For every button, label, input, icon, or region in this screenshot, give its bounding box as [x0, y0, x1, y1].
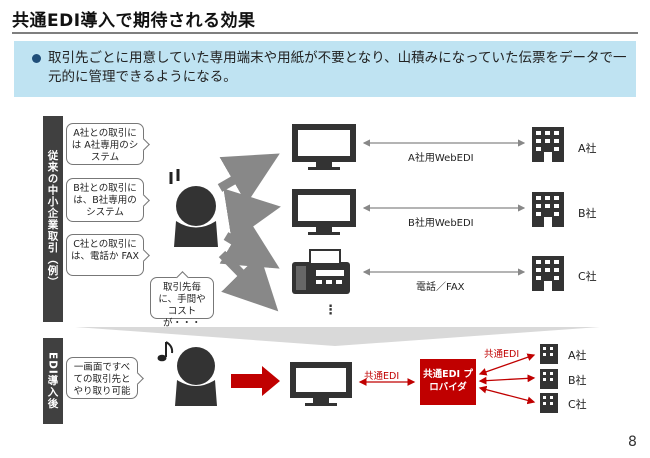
- small-building-icon-b: [540, 369, 558, 389]
- common-edi-link-label: 共通EDI: [364, 371, 400, 382]
- stress-marks-icon: [169, 169, 180, 184]
- fan-arrow-d: [218, 250, 279, 312]
- fan-link-a: [478, 353, 536, 376]
- monitor-icon-after: [290, 362, 352, 406]
- fax-icon: [292, 249, 350, 294]
- link-label-c: 電話／FAX: [416, 282, 465, 293]
- page-number: 8: [628, 434, 637, 450]
- company-after-c: C社: [568, 398, 587, 411]
- bubble-b-system: B社との取引には、B社専用のシステム: [66, 178, 144, 222]
- title-rule: [12, 32, 638, 34]
- company-after-b: B社: [568, 374, 587, 387]
- summary-text: 取引先ごとに用意していた専用端末や用紙が不要となり、山積みになっていた伝票をデー…: [48, 50, 627, 85]
- after-sidebar-label: EDI導入後: [43, 338, 63, 424]
- fan-arrow-a: [217, 153, 280, 204]
- bubble-cost: 取引先毎に、手間やコストが・・・: [150, 277, 214, 329]
- person-icon-before: [174, 186, 218, 247]
- transition-funnel: [75, 327, 600, 346]
- bubble-single-screen: 一画面ですべての取引先とやり取り可能: [66, 357, 138, 399]
- fan-arrows: [217, 153, 281, 312]
- building-icon-c: [532, 256, 564, 291]
- bubble-c-fax: C社との取引には、電話か FAX: [66, 234, 144, 276]
- before-sidebar-label: 従来の中小企業取引（例）: [43, 116, 63, 322]
- fan-link-c: [478, 385, 536, 405]
- page-title: 共通EDI導入で期待される効果: [12, 11, 256, 31]
- company-b: B社: [578, 207, 597, 220]
- fan-arrow-b: [223, 188, 281, 242]
- company-after-a: A社: [568, 349, 587, 362]
- summary-box: 取引先ごとに用意していた専用端末や用紙が不要となり、山積みになっていた伝票をデー…: [14, 41, 636, 97]
- person-icon-after: [175, 347, 217, 406]
- edi-provider-box: 共通EDI プロバイダ: [420, 359, 476, 405]
- link-label-b: B社用WebEDI: [408, 218, 474, 229]
- red-transition-arrow: [231, 366, 280, 396]
- fan-link-b: [478, 374, 536, 385]
- fan-edi-label: 共通EDI: [484, 349, 520, 360]
- music-note-icon: [157, 341, 174, 362]
- company-c: C社: [578, 270, 597, 283]
- monitor-icon-a: [292, 124, 356, 170]
- monitor-icon-b: [292, 189, 356, 235]
- link-label-a: A社用WebEDI: [408, 153, 474, 164]
- small-building-icon-c: [540, 393, 558, 413]
- more-indicator: ⋮: [324, 303, 337, 318]
- small-building-icon-a: [540, 344, 558, 364]
- company-a: A社: [578, 142, 597, 155]
- bullet-dot: [32, 54, 41, 63]
- building-icon-b: [532, 192, 564, 227]
- bubble-a-system: A社との取引には A社専用のシステム: [66, 123, 144, 165]
- building-icon-a: [532, 127, 564, 162]
